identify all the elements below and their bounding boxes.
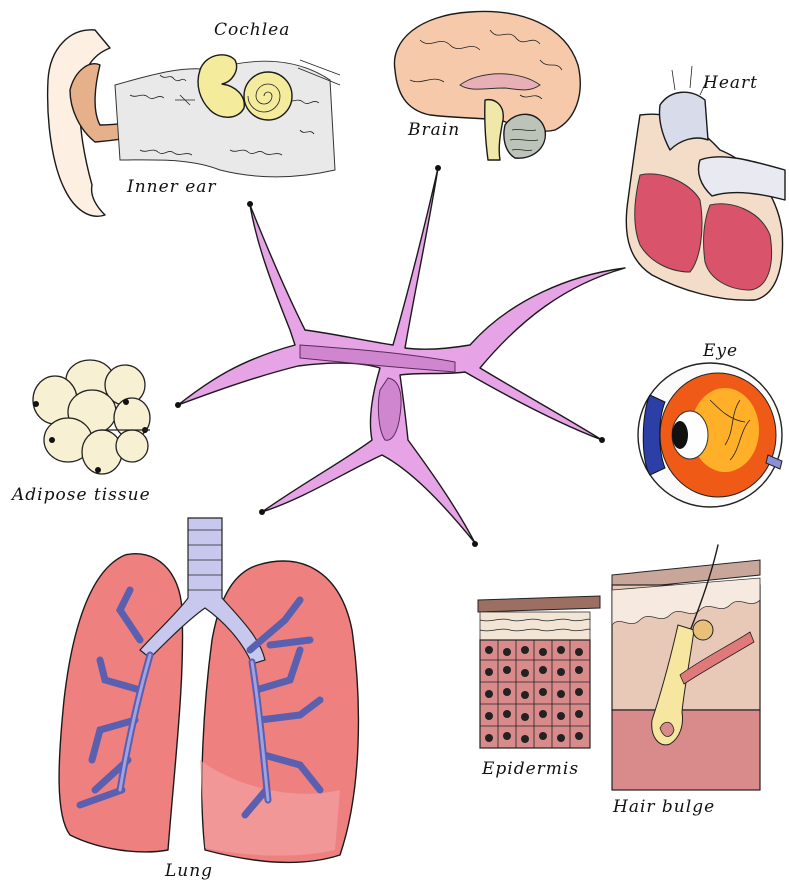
- adipose-illustration: [33, 360, 150, 474]
- eye-illustration: [638, 363, 782, 507]
- sebaceous-gland: [693, 620, 713, 640]
- label-epidermis: Epidermis: [481, 759, 579, 779]
- label-adipose: Adipose tissue: [10, 485, 151, 505]
- lung-illustration: [59, 518, 358, 862]
- label-brain: Brain: [407, 120, 460, 140]
- label-inner-ear: Inner ear: [126, 177, 217, 197]
- cochlea-spiral: [244, 72, 292, 120]
- epidermis-illustration: [478, 596, 600, 748]
- cerebellum: [504, 114, 545, 158]
- label-cochlea: Cochlea: [214, 20, 290, 40]
- heart-illustration: [626, 66, 785, 300]
- brainstem: [485, 100, 504, 160]
- dermis-lower: [612, 710, 760, 790]
- label-eye: Eye: [702, 341, 738, 361]
- epidermis-cell-layer: [480, 640, 590, 748]
- label-heart: Heart: [702, 73, 758, 93]
- hair-bulge-illustration: [612, 545, 760, 790]
- label-hair-bulge: Hair bulge: [612, 797, 715, 817]
- stellate-cell: [175, 165, 625, 547]
- label-lung: Lung: [164, 861, 213, 881]
